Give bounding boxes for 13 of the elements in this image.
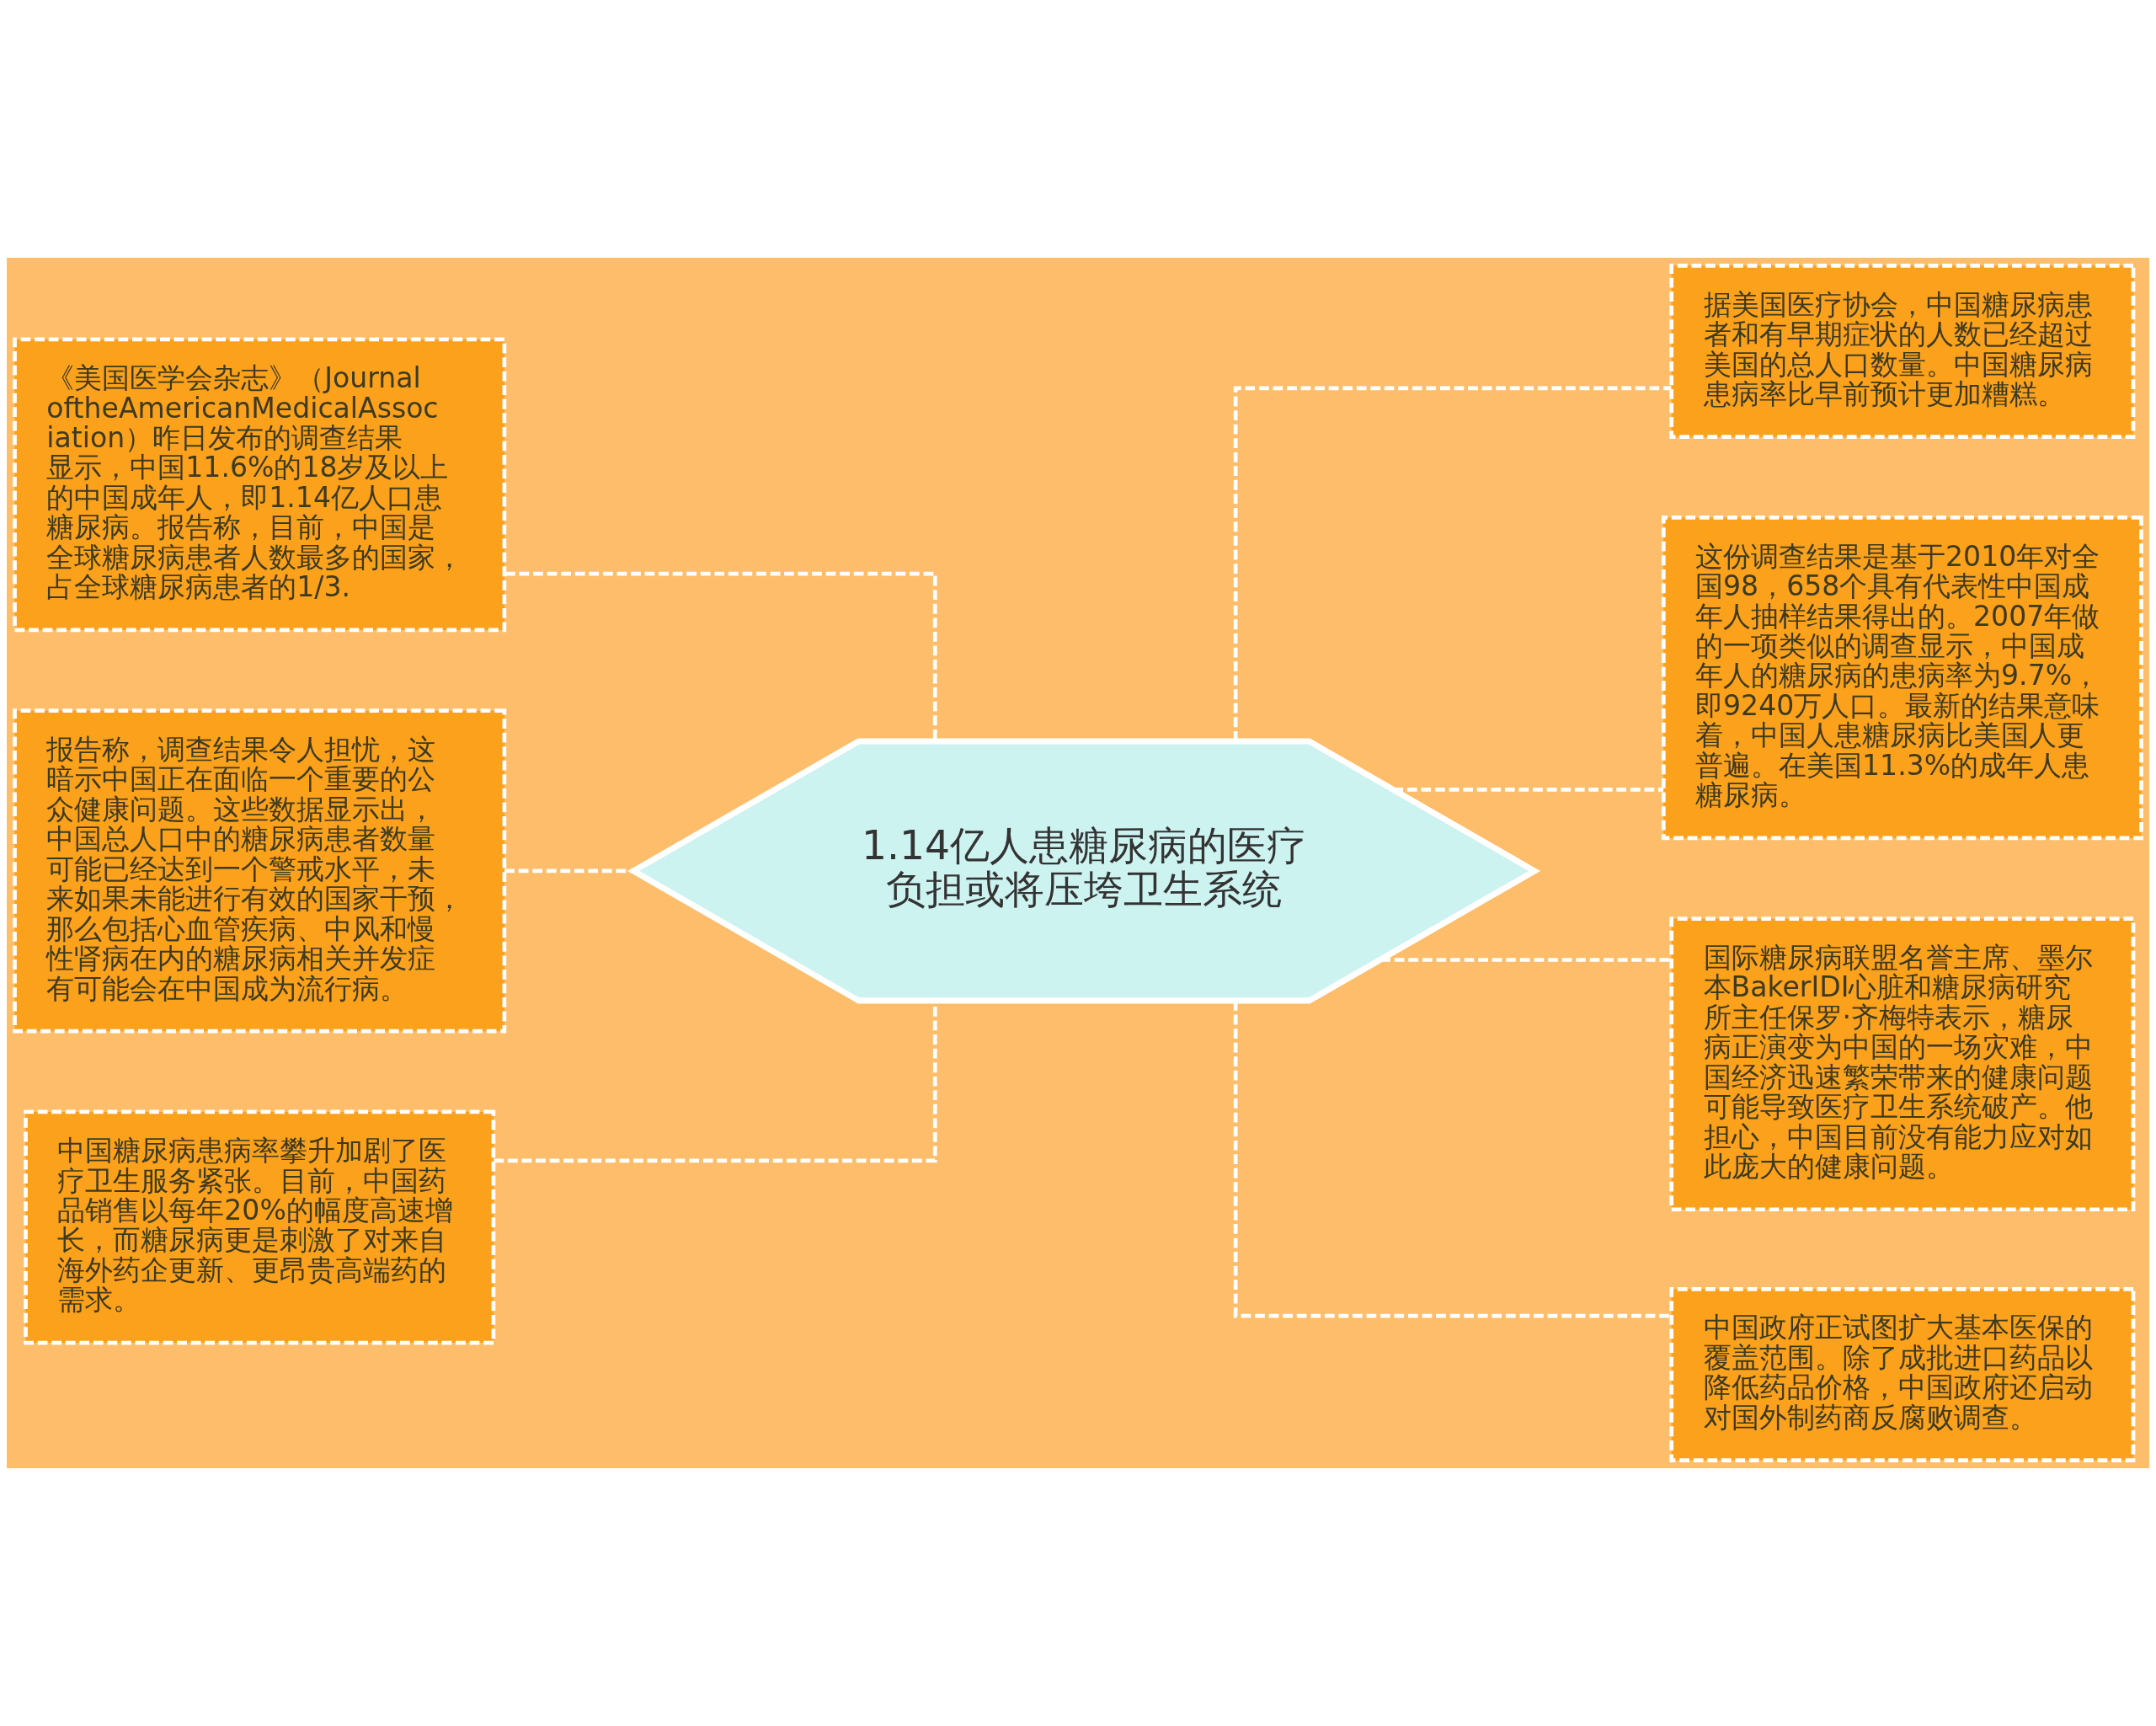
node-box: 中国糖尿病患病率攀升加剧了医疗卫生服务紧张。目前，中国药品销售以每年20%的幅度高速增长，而糖尿病更是刺激了对来自海外药企更新、更昂贵高端药的需求。 xyxy=(24,1109,496,1345)
node-box: 《美国医学会杂志》（JournaloftheAmericanMedicalAssociation）昨日发布的调查结果显示，中国11.6%的18岁及以上的中国成年人，即1.14亿人口患糖尿病。报告称，目前，中国是全球糖尿病患者人数最多的国家，占全球糖尿病患者的1/3. xyxy=(13,337,507,633)
connector xyxy=(1380,958,1671,962)
connector xyxy=(1233,1001,1672,1318)
node-box: 报告称，调查结果令人担忧，这暗示中国正在面临一个重要的公众健康问题。这些数据显示出，中国总人口中的糖尿病患者数量可能已经达到一个警戒水平，未来如果未能进行有效的国家干预，那么包括心血管疾病、中风和慢性肾病在内的糖尿病相关并发症有可能会在中国成为流行病。 xyxy=(13,708,507,1034)
node-box: 这份调查结果是基于2010年对全国98，658个具有代表性中国成年人抽样结果得出的。2007年做的一项类似的调查显示，中国成年人的糖尿病的患病率为9.7%，即9240万人口。最新的结果意味着，中国人患糖尿病比美国人更普遍。在美国11.3%的成年人患糖尿病。 xyxy=(1661,516,2143,841)
node-box: 中国政府正试图扩大基本医保的覆盖范围。除了成批进口药品以降低药品价格，中国政府还启动对国外制药商反腐败调查。 xyxy=(1669,1286,2136,1462)
connector xyxy=(504,868,634,874)
connector xyxy=(1233,386,1672,741)
connector xyxy=(1393,787,1664,792)
connector xyxy=(505,571,937,741)
node-box: 国际糖尿病联盟名誉主席、墨尔本BakerIDI心脏和糖尿病研究所主任保罗·齐梅特表示，糖尿病正演变为中国的一场灾难，中国经济迅速繁荣带来的健康问题可能导致医疗卫生系统破产。他担心，中国目前没有能力应对如此庞大的健康问题。 xyxy=(1669,916,2136,1212)
node-box: 据美国医疗协会，中国糖尿病患者和有早期症状的人数已经超过美国的总人口数量。中国糖尿病患病率比早前预计更加糟糕。 xyxy=(1669,264,2136,440)
